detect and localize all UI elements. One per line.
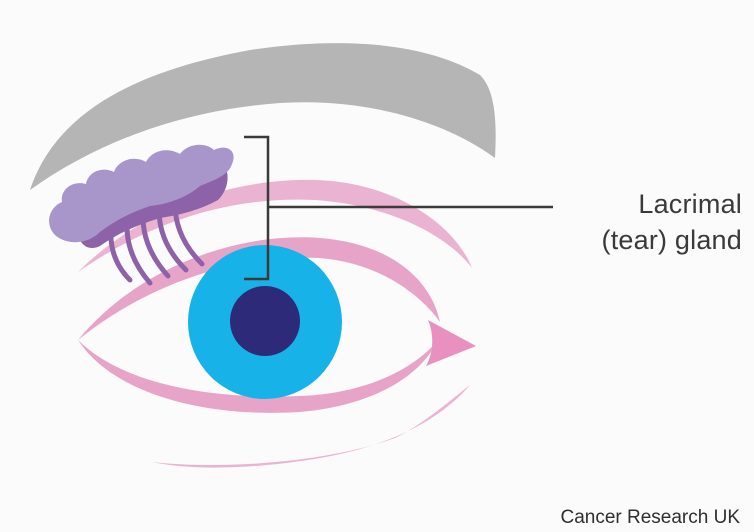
eyebrow — [30, 43, 496, 190]
label-line-1: Lacrimal — [602, 186, 742, 222]
lacrimal-gland-label: Lacrimal (tear) gland — [602, 186, 742, 258]
label-line-2: (tear) gland — [602, 222, 742, 258]
pupil — [230, 286, 300, 356]
tear-duct — [426, 320, 476, 366]
credit-text: Cancer Research UK — [560, 506, 740, 530]
